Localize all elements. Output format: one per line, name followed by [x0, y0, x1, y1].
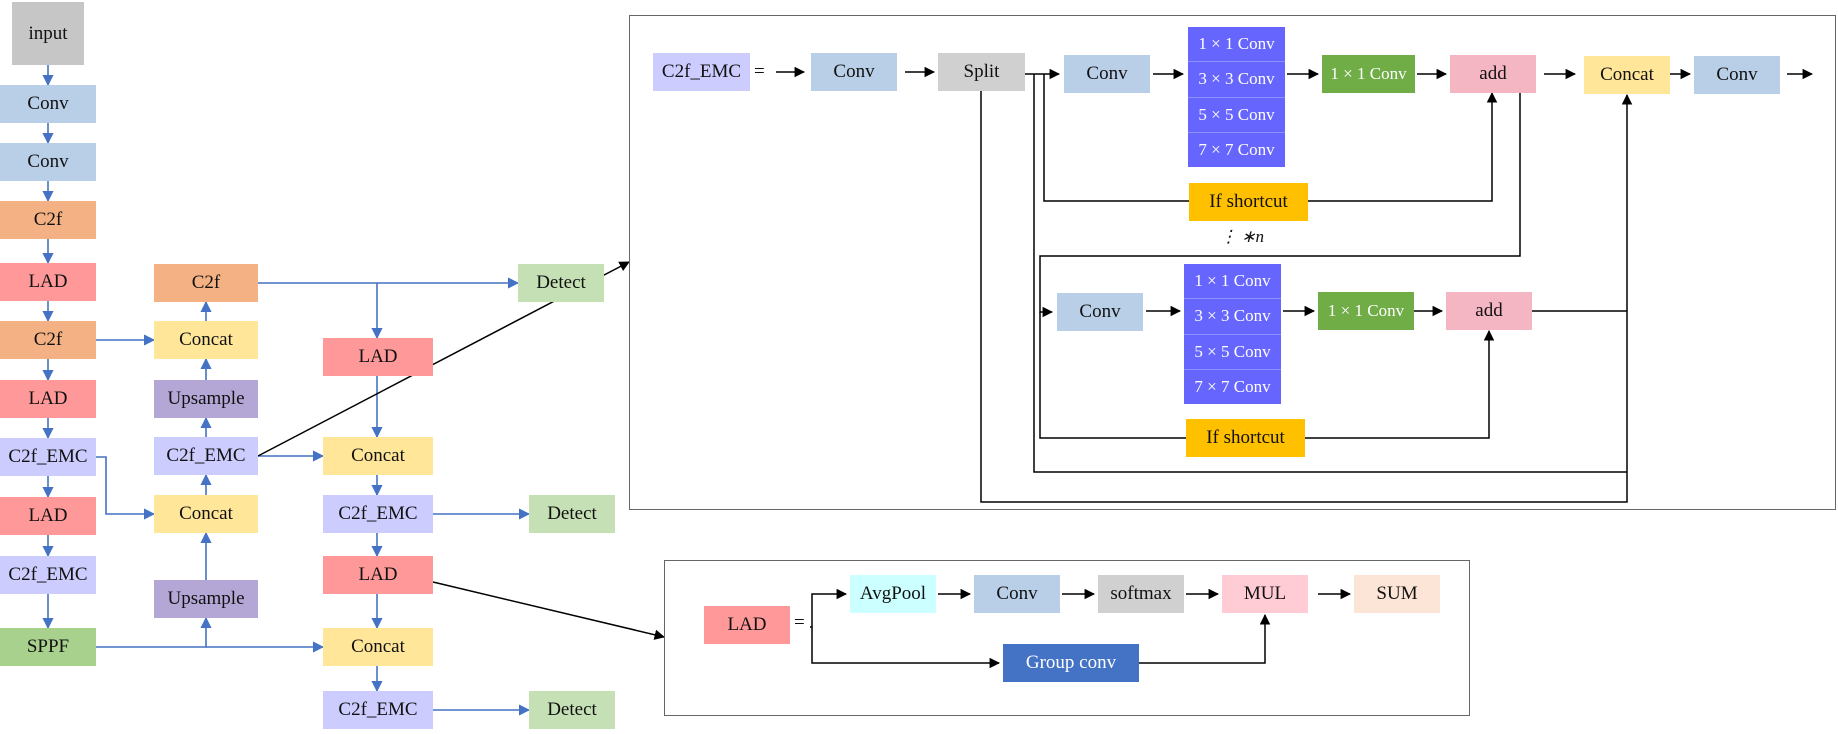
detect-3: Detect [529, 691, 615, 729]
sum-block: SUM [1354, 575, 1440, 613]
backbone-c2f-emc-2: C2f_EMC [0, 556, 96, 594]
emc-split-bypass-2 [980, 91, 1633, 503]
lad-detail-panel [664, 560, 1470, 716]
bottleneck-1-conv: Conv [1064, 55, 1150, 93]
avgpool-block: AvgPool [850, 575, 936, 613]
emc-split-bypass-1 [1033, 74, 1627, 473]
head-concat-a: Concat [323, 437, 433, 475]
neck-c2f-top: C2f [154, 264, 258, 302]
backbone-c2f-2: C2f [0, 321, 96, 359]
mul-block: MUL [1222, 575, 1308, 613]
bottleneck-1-add: add [1450, 55, 1536, 93]
bottleneck-2-add: add [1446, 292, 1532, 330]
lad-equals-sign: = [794, 612, 805, 633]
arrow-c2femc1-to-concat2 [96, 456, 156, 520]
backbone-lad-2: LAD [0, 380, 96, 418]
kernel-3x3: 3 × 3 Conv [1188, 62, 1285, 98]
backbone-conv-1: Conv [0, 85, 96, 123]
kernel-1x1: 1 × 1 Conv [1184, 264, 1281, 300]
kernel-7x7: 7 × 7 Conv [1198, 139, 1275, 159]
softmax-block: softmax [1098, 575, 1184, 613]
kernel-1x1: 1 × 1 Conv [1188, 27, 1285, 63]
c2f-emc-conv-out: Conv [1694, 56, 1780, 94]
c2f-emc-conv-in: Conv [811, 53, 897, 91]
neck-concat-2: Concat [154, 495, 258, 533]
c2f-emc-concat: Concat [1584, 56, 1670, 94]
arrow-sppf-to-upsample2 [96, 616, 212, 648]
backbone-lad-3: LAD [0, 497, 96, 535]
lad-arrow-to-avgpool [810, 588, 848, 628]
neck-upsample-1: Upsample [154, 380, 258, 418]
detect-2: Detect [529, 495, 615, 533]
head-lad-b: LAD [323, 556, 433, 594]
kernel-5x5: 5 × 5 Conv [1184, 335, 1281, 370]
repeat-n-label: ⋮ ∗n [1220, 227, 1264, 246]
emc-shortcut-2-in [1039, 312, 1186, 439]
lad-detail-name: LAD [704, 606, 790, 644]
emc-repeat-loop [1039, 93, 1521, 318]
neck-concat-1: Concat [154, 321, 258, 359]
head-c2f-emc-a: C2f_EMC [323, 495, 433, 533]
bottleneck-1-pointwise-conv: 1 × 1 Conv [1322, 55, 1415, 93]
neck-upsample-2: Upsample [154, 580, 258, 618]
head-concat-b: Concat [323, 628, 433, 666]
emc-shortcut-1-in [1043, 74, 1189, 202]
head-lad-a: LAD [323, 338, 433, 376]
kernel-7x7: 7 × 7 Conv [1194, 376, 1271, 396]
group-conv-block: Group conv [1003, 644, 1139, 682]
bottleneck-2-shortcut: If shortcut [1186, 419, 1305, 457]
bottleneck-2-kernel-stack: 1 × 1 Conv 3 × 3 Conv 5 × 5 Conv 7 × 7 C… [1184, 264, 1281, 404]
bottleneck-1-shortcut: If shortcut [1189, 183, 1308, 221]
callout-lad [432, 581, 666, 640]
neck-c2f-emc: C2f_EMC [154, 437, 258, 475]
backbone-sppf: SPPF [0, 628, 96, 666]
emc-shortcut-2-to-add [1305, 329, 1495, 439]
detect-1: Detect [518, 264, 604, 302]
split-block: Split [938, 53, 1025, 91]
emc-shortcut-1-to-add [1308, 91, 1498, 202]
input-block: input [12, 2, 84, 65]
lad-conv-block: Conv [974, 575, 1060, 613]
bottleneck-2-pointwise-conv: 1 × 1 Conv [1318, 292, 1414, 330]
c2f-emc-detail-name: C2f_EMC [653, 53, 750, 91]
c2f-emc-equals-sign: = [754, 61, 765, 82]
kernel-5x5: 5 × 5 Conv [1188, 98, 1285, 133]
head-c2f-emc-b: C2f_EMC [323, 691, 433, 729]
bottleneck-2-conv: Conv [1057, 293, 1143, 331]
backbone-lad-1: LAD [0, 263, 96, 301]
backbone-conv-2: Conv [0, 143, 96, 181]
lad-arrow-groupconv-mul [1139, 613, 1271, 664]
kernel-3x3: 3 × 3 Conv [1184, 299, 1281, 335]
backbone-c2f-1: C2f [0, 201, 96, 239]
lad-arrow-to-groupconv [811, 627, 1001, 669]
c2f-emc-detail-panel [629, 15, 1836, 510]
backbone-c2f-emc-1: C2f_EMC [0, 438, 96, 476]
bottleneck-1-kernel-stack: 1 × 1 Conv 3 × 3 Conv 5 × 5 Conv 7 × 7 C… [1188, 27, 1285, 167]
